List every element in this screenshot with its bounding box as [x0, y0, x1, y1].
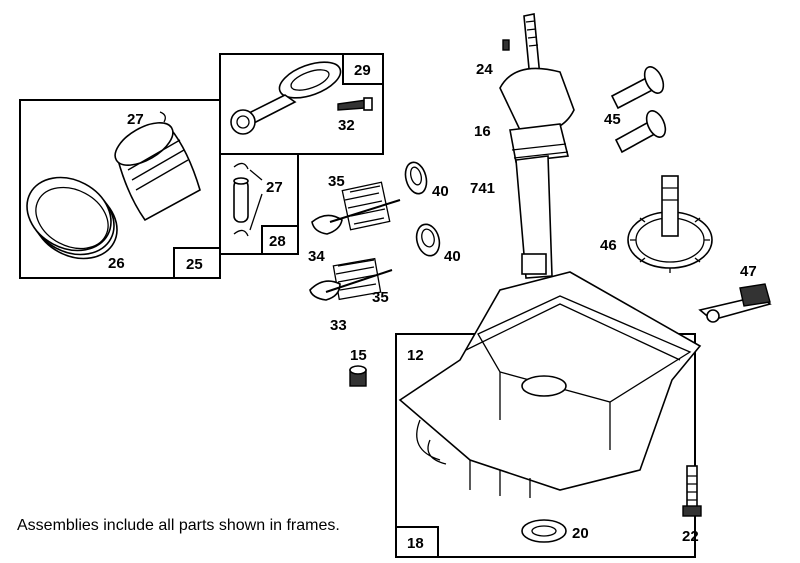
- label-20: 20: [572, 525, 589, 542]
- label-35a: 35: [328, 173, 345, 190]
- label-15: 15: [350, 347, 367, 364]
- label-25: 25: [186, 256, 203, 273]
- label-22: 22: [682, 528, 699, 545]
- camshaft-gear: [627, 175, 713, 273]
- label-741: 741: [470, 180, 495, 197]
- plug: [349, 365, 367, 387]
- label-28: 28: [269, 233, 286, 250]
- crankcase: [398, 271, 702, 498]
- label-47: 47: [740, 263, 757, 280]
- label-16: 16: [474, 123, 491, 140]
- valve-retainer-upper: [404, 161, 428, 195]
- piston-pin-frame: 28: [219, 153, 299, 255]
- connecting-rod: [230, 61, 342, 135]
- valve-spring-upper: [341, 181, 391, 231]
- piston: [114, 122, 201, 222]
- oil-seal: [521, 519, 567, 543]
- label-40a: 40: [432, 183, 449, 200]
- crankshaft: [499, 13, 575, 279]
- rod-bolt: [337, 97, 373, 111]
- label-35b: 35: [372, 289, 389, 306]
- label-26: 26: [108, 255, 125, 272]
- connecting-rod-frame: 29: [219, 53, 384, 155]
- label-24: 24: [476, 61, 493, 78]
- assemblies-note: Assemblies include all parts shown in fr…: [17, 517, 340, 534]
- label-40b: 40: [444, 248, 461, 265]
- intake-valve: [311, 199, 401, 235]
- label-45: 45: [604, 111, 621, 128]
- label-32: 32: [338, 117, 355, 134]
- crank-key: [502, 39, 510, 51]
- label-34: 34: [308, 248, 325, 265]
- piston-pin: [233, 162, 263, 237]
- label-12: 12: [407, 347, 424, 364]
- label-27b: 27: [266, 179, 283, 196]
- piston-rings: [26, 176, 118, 260]
- label-18: 18: [407, 535, 424, 552]
- label-33: 33: [330, 317, 347, 334]
- valve-retainer-lower: [415, 223, 441, 257]
- label-46: 46: [600, 237, 617, 254]
- valve-tappets: [610, 66, 667, 154]
- label-27a: 27: [127, 111, 144, 128]
- crankcase-bolt: [682, 465, 702, 517]
- circlip-icon: [159, 111, 166, 123]
- governor-linkage: [698, 283, 772, 323]
- label-29: 29: [354, 62, 371, 79]
- exhaust-valve: [309, 269, 393, 301]
